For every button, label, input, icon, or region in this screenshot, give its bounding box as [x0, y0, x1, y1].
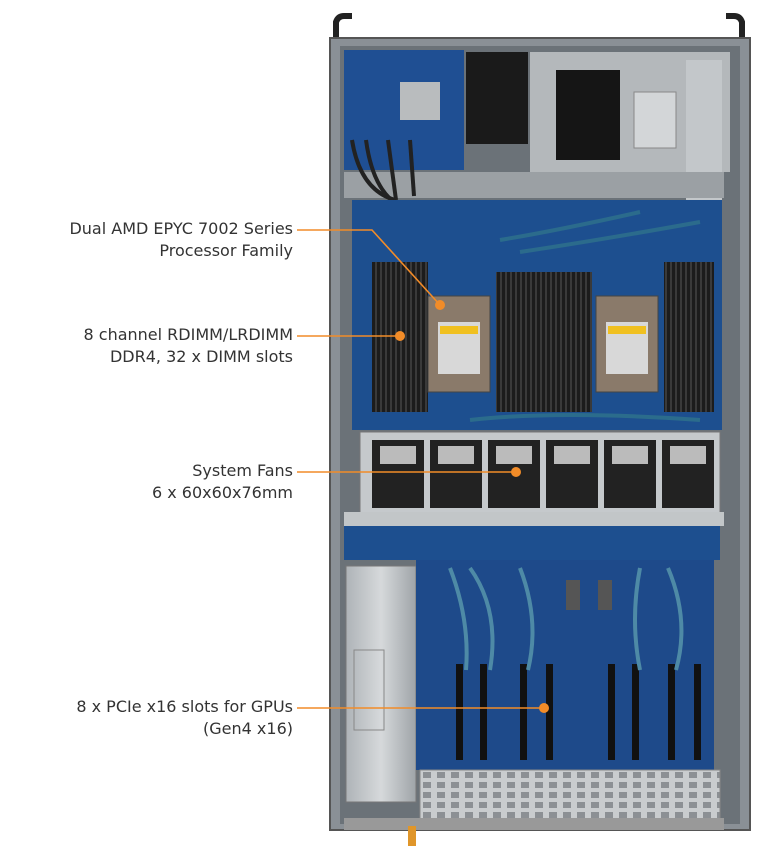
rear-vent-panel — [419, 769, 721, 821]
callout-processor-line1: Dual AMD EPYC 7002 Series — [69, 219, 293, 238]
callout-memory-line1: 8 channel RDIMM/LRDIMM — [83, 325, 294, 344]
cpu-socket-1 — [427, 295, 491, 393]
callout-fans-line2: 6 x 60x60x76mm — [151, 483, 293, 502]
callout-leaders — [297, 229, 544, 709]
callout-memory: 8 channel RDIMM/LRDIMM DDR4, 32 x DIMM s… — [84, 324, 294, 368]
callout-pcie-line1: 8 x PCIe x16 slots for GPUs — [76, 697, 293, 716]
chassis-handles — [333, 13, 745, 45]
gpu-board — [344, 526, 720, 560]
dimm-bank-center — [496, 272, 592, 412]
callout-fans-line1: System Fans — [192, 461, 293, 480]
callout-pcie-line2: (Gen4 x16) — [203, 719, 293, 738]
dimm-bank-right — [664, 262, 714, 412]
callout-processor: Dual AMD EPYC 7002 Series Processor Fami… — [69, 218, 293, 262]
cpu-socket-2 — [595, 295, 659, 393]
callout-fans: System Fans 6 x 60x60x76mm — [152, 460, 293, 504]
callout-memory-line2: DDR4, 32 x DIMM slots — [109, 347, 293, 366]
callout-pcie: 8 x PCIe x16 slots for GPUs (Gen4 x16) — [76, 696, 293, 740]
pcie-slots — [456, 664, 701, 760]
callout-processor-line2: Processor Family — [159, 241, 293, 260]
callout-dots — [395, 300, 549, 713]
